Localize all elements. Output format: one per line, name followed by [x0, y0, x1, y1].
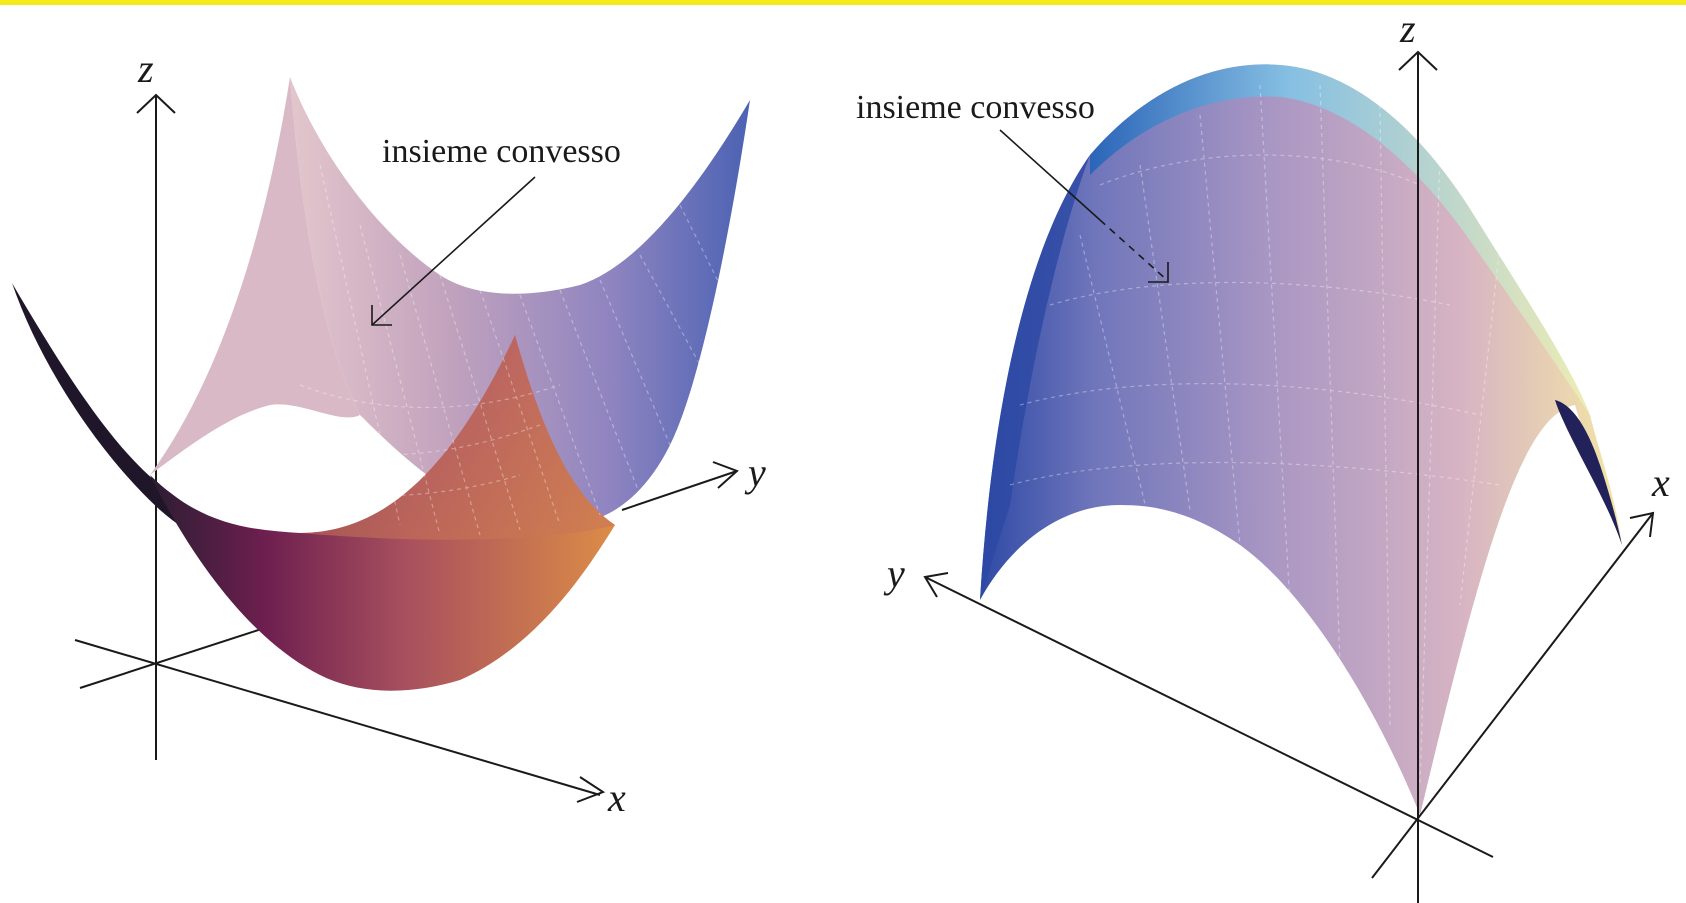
right-x-axis [1371, 512, 1654, 879]
bowl-back-sheet [290, 77, 750, 525]
left-annotation-leader [371, 176, 536, 326]
left-x-arrowhead [576, 776, 606, 803]
right-annotation-arrowhead [1148, 262, 1169, 283]
right-annotation-leader-dashed [1099, 219, 1169, 282]
dome-right-flap [1555, 400, 1622, 545]
dome-mesh [1009, 84, 1501, 786]
dome-left-edge [980, 155, 1090, 600]
bowl-back-left [150, 77, 360, 475]
surface-drawings [12, 50, 1655, 903]
left-z-arrowhead [136, 93, 176, 114]
right-z-axis-label: z [1400, 6, 1416, 51]
right-x-arrowhead [1629, 511, 1655, 538]
right-figure [923, 50, 1655, 903]
left-y-axis-label: y [748, 450, 766, 495]
right-y-axis [924, 576, 1494, 858]
right-annotation-leader [999, 129, 1101, 221]
left-y-axis [621, 470, 738, 511]
dome-surface [980, 64, 1622, 815]
right-annotation-label: insieme convesso [856, 89, 1095, 126]
left-annotation-arrowhead [371, 305, 392, 326]
left-x-axis-label: x [608, 775, 626, 820]
bowl-mesh [189, 164, 721, 536]
bowl-inner-face [300, 335, 615, 540]
left-z-axis-label: z [138, 46, 154, 91]
right-y-axis-label: y [887, 551, 905, 596]
right-z-arrowhead [1398, 50, 1438, 71]
right-x-axis-label: x [1652, 460, 1670, 505]
left-y-arrowhead [712, 461, 739, 489]
left-annotation-label: insieme convesso [382, 133, 621, 170]
right-y-arrowhead [923, 572, 949, 598]
left-figure [12, 77, 750, 803]
left-x-axis [74, 639, 601, 796]
